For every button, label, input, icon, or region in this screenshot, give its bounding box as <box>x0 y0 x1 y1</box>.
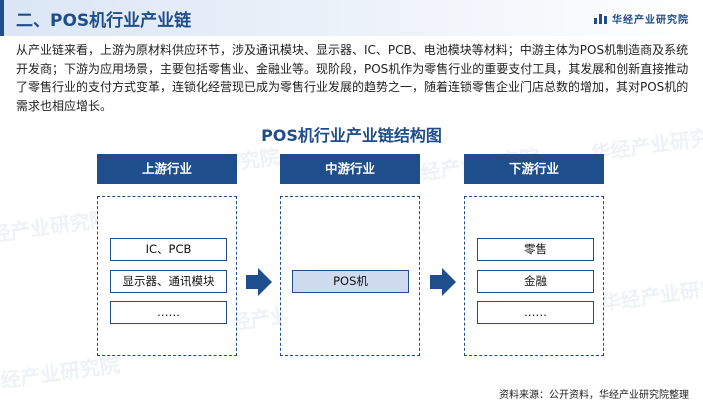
header-accent-bar <box>0 0 4 36</box>
upstream-item: IC、PCB <box>110 238 227 261</box>
arrow-right-icon <box>430 268 456 296</box>
arrow-right-icon <box>246 268 272 296</box>
upstream-item: …… <box>110 301 227 324</box>
downstream-item: …… <box>477 301 594 324</box>
watermark: 华经产业研究院 <box>599 272 703 316</box>
section-header: 二、POS机行业产业链 华经产业研究院 <box>0 0 703 36</box>
midstream-item: POS机 <box>292 270 409 293</box>
downstream-item: 金融 <box>477 270 594 293</box>
section-title: 二、POS机行业产业链 <box>16 11 192 31</box>
downstream-item: 零售 <box>477 238 594 261</box>
intro-paragraph: 从产业链来看，上游为原材料供应环节，涉及通讯模块、显示器、IC、PCB、电池模块… <box>16 43 689 113</box>
logo-text: 华经产业研究院 <box>612 15 689 26</box>
downstream-header: 下游行业 <box>464 154 604 184</box>
upstream-header: 上游行业 <box>97 154 237 184</box>
logo-bars-icon <box>594 13 607 24</box>
diagram-title: POS机行业产业链结构图 <box>261 126 442 145</box>
midstream-header: 中游行业 <box>280 154 420 184</box>
brand-logo: 华经产业研究院 <box>594 11 689 26</box>
upstream-item: 显示器、通讯模块 <box>110 270 227 293</box>
source-note: 资料来源：公开资料，华经产业研究院整理 <box>499 390 689 401</box>
watermark: 华经产业研究院 <box>0 206 112 250</box>
